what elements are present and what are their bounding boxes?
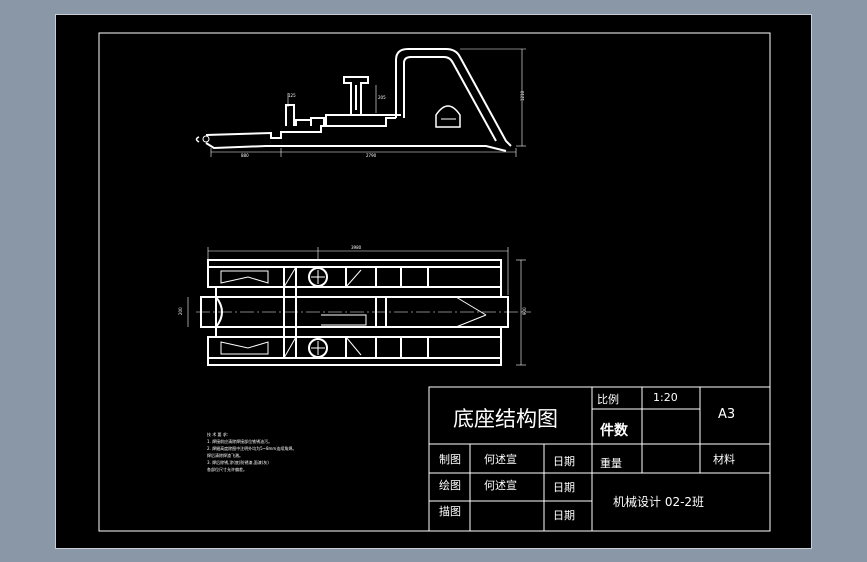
plan-view-detail [196,266,531,359]
frame-border [98,32,771,532]
svg-text:1210: 1210 [520,90,525,101]
notes-heading: 技 术 要 求: [207,432,229,437]
technical-notes: 技 术 要 求: 1. 焊接前应清除焊接部位铁锈油污。 2. 焊缝高度除图中注明… [207,431,296,473]
scale-label: 比例 [597,393,619,406]
quantity-label: 件数 [600,423,628,439]
svg-text:900: 900 [522,307,527,315]
paper-size: A3 [718,407,736,422]
class-name: 机械设计 02-2班 [613,495,705,509]
drafted-name: 何述宣 [484,479,517,492]
material-label: 材料 [713,453,735,466]
date-label-2: 日期 [553,481,575,494]
drawing-title: 底座结构图 [453,407,558,431]
date-label-3: 日期 [553,509,575,522]
drawn-name: 何述宣 [484,453,517,466]
side-view [195,48,512,152]
svg-text:880: 880 [241,153,249,158]
svg-text:205: 205 [378,95,386,100]
plan-view-dimensions [187,247,526,366]
drafted-label: 绘图 [439,479,461,492]
drawing-viewport[interactable]: 880 2790 1210 125 205 [55,14,812,549]
traced-label: 描图 [439,505,461,518]
svg-text:3980: 3980 [351,245,362,250]
weight-label: 重量 [600,457,622,470]
svg-text:125: 125 [288,93,296,98]
plan-view [200,259,509,366]
notes-line: 2. 焊缝高度除图中注明外均为5~8mm连续角焊。 [207,446,297,451]
title-block [428,386,771,532]
notes-line: 焊后清除焊渣飞溅。 [207,453,243,458]
cad-drawing: 880 2790 1210 125 205 [98,32,771,532]
scale-value: 1:20 [653,391,678,404]
plan-view-dim-text: 3980 900 200 [178,245,527,315]
notes-line: 各部位尺寸允许偏差。 [207,467,247,472]
svg-text:200: 200 [178,307,183,315]
side-view-dimensions [210,48,526,157]
notes-line: 3. 焊后除锈,涂(底)防锈漆,面漆(灰) [207,460,269,465]
side-view-dim-text: 880 2790 1210 125 205 [241,90,525,158]
notes-line: 1. 焊接前应清除焊接部位铁锈油污。 [207,439,273,444]
drawn-label: 制图 [439,453,461,466]
date-label-1: 日期 [553,455,575,468]
svg-text:2790: 2790 [366,153,377,158]
